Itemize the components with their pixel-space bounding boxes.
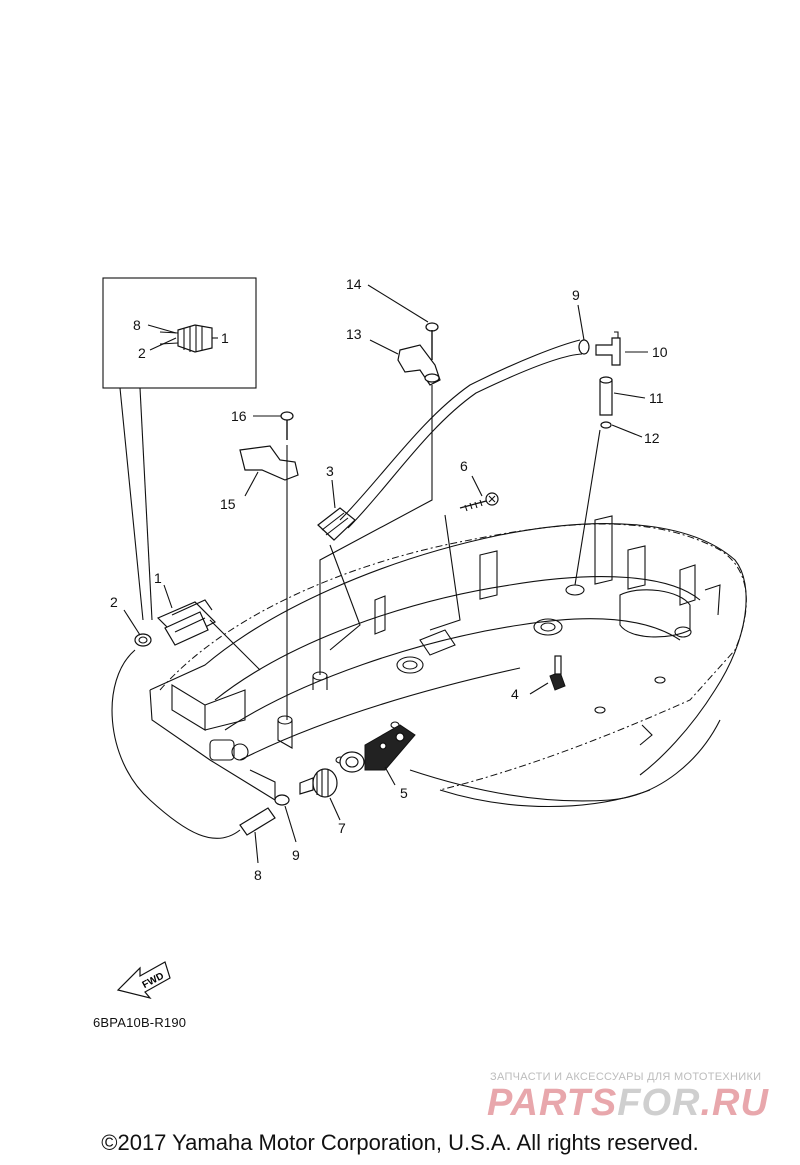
callout-13: 13 xyxy=(346,326,362,342)
part-13-bracket xyxy=(397,344,441,386)
part-7-nipple xyxy=(299,768,338,798)
callout-16: 16 xyxy=(231,408,247,424)
watermark-logo-part1: PARTS xyxy=(487,1082,618,1124)
callout-labels: 8 2 1 1 2 3 4 5 6 7 8 9 9 10 11 12 13 14… xyxy=(110,276,668,883)
assembly-lines xyxy=(123,284,648,864)
hose-upper xyxy=(339,339,581,521)
part-2-clip xyxy=(134,633,152,647)
watermark-tagline: ЗАПЧАСТИ И АКСЕССУАРЫ ДЛЯ МОТОТЕХНИКИ xyxy=(490,1071,762,1083)
bottom-cowling xyxy=(149,515,747,807)
watermark-logo-part2: FOR xyxy=(617,1082,701,1124)
part-16-bolt xyxy=(280,411,294,440)
callout-9-lower: 9 xyxy=(292,847,300,863)
watermark-logo-part3: .RU xyxy=(700,1082,769,1124)
watermark-logo: PARTSFOR.RU xyxy=(487,1083,769,1123)
callout-14: 14 xyxy=(346,276,362,292)
fwd-arrow-icon: FWD xyxy=(116,961,171,1000)
part-9-clamp-upper xyxy=(578,339,590,355)
inset-grommet xyxy=(159,324,213,353)
callout-6: 6 xyxy=(460,458,468,474)
part-1-grommet xyxy=(156,599,217,646)
part-3-grommet xyxy=(317,507,356,541)
callout-12: 12 xyxy=(644,430,660,446)
callout-5: 5 xyxy=(400,785,408,801)
drawing-code: 6BPA10B-R190 xyxy=(93,1015,187,1030)
callout-1: 1 xyxy=(154,570,162,586)
callout-inset-8: 8 xyxy=(133,317,141,333)
part-6-screw xyxy=(459,492,499,512)
part-5-housing xyxy=(339,724,416,773)
part-11-hose xyxy=(599,376,613,416)
callout-8: 8 xyxy=(254,867,262,883)
part-10-joint xyxy=(595,331,621,366)
callout-2: 2 xyxy=(110,594,118,610)
part-4-drain-plug xyxy=(549,655,566,691)
callout-11: 11 xyxy=(649,390,664,406)
callout-inset-2: 2 xyxy=(138,345,146,361)
callout-15: 15 xyxy=(220,496,236,512)
inset-detail xyxy=(102,277,257,621)
callout-7: 7 xyxy=(338,820,346,836)
copyright-notice: ©2017 Yamaha Motor Corporation, U.S.A. A… xyxy=(101,1130,699,1155)
callout-inset-1: 1 xyxy=(221,330,229,346)
callout-3: 3 xyxy=(326,463,334,479)
part-14-bolt xyxy=(425,322,439,360)
part-8-hose xyxy=(111,649,276,839)
callout-10: 10 xyxy=(652,344,668,360)
callout-9-upper: 9 xyxy=(572,287,580,303)
part-15-bracket xyxy=(239,445,299,481)
callout-4: 4 xyxy=(511,686,519,702)
part-12-clip xyxy=(600,421,612,429)
part-9-clamp-lower xyxy=(274,794,290,806)
